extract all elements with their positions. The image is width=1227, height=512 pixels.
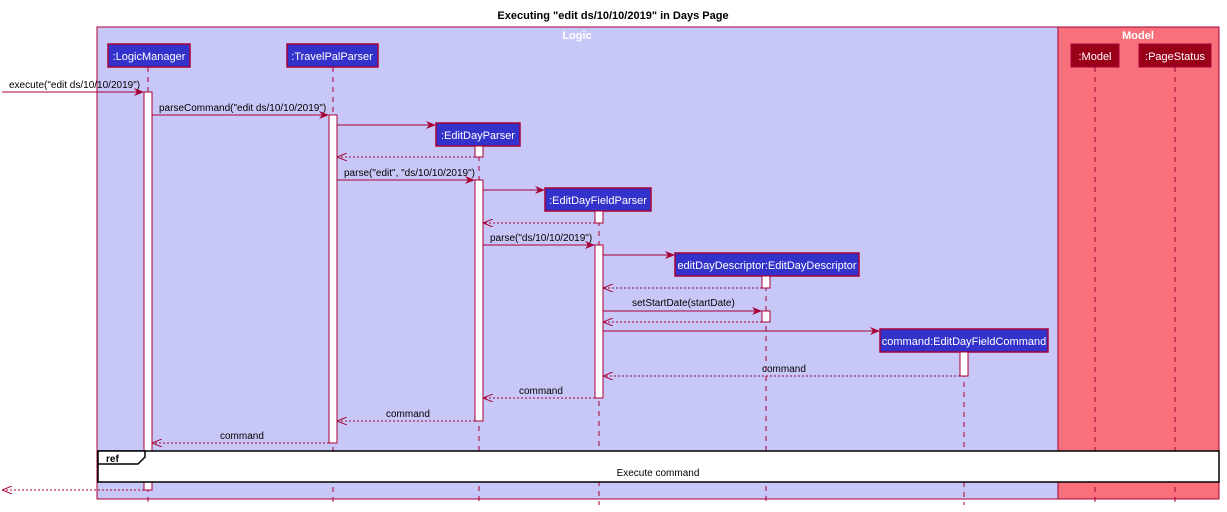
- participant-page-status: :PageStatus: [1138, 43, 1212, 68]
- message-parse-ds-label: parse("ds/10/10/2019"): [490, 233, 592, 244]
- ref-text: Execute command: [617, 468, 700, 479]
- logic-box-label: Logic: [562, 30, 591, 42]
- message-parse-edit-label: parse("edit", "ds/10/10/2019"): [344, 168, 475, 179]
- message-labels: execute("edit ds/10/10/2019") parseComma…: [9, 80, 806, 442]
- participant-edit-day-parser: :EditDayParser: [435, 122, 521, 147]
- model-box: [1057, 26, 1220, 500]
- participant-logic-manager-label: :LogicManager: [113, 51, 186, 63]
- activation-edit-day-descriptor-1: [761, 275, 771, 289]
- model-box-label: Model: [1122, 30, 1154, 42]
- message-command-return-1-label: command: [762, 364, 806, 375]
- message-set-start-date-label: setStartDate(startDate): [632, 298, 735, 309]
- participant-travelpal-parser-label: :TravelPalParser: [291, 51, 373, 63]
- participant-edit-day-field-command-label: command:EditDayFieldCommand: [882, 336, 1046, 348]
- logic-box: [96, 26, 1059, 500]
- activation-edit-day-descriptor-2: [761, 310, 771, 323]
- activation-edit-day-parser-1: [474, 145, 484, 158]
- participant-edit-day-descriptor-label: editDayDescriptor:EditDayDescriptor: [677, 260, 856, 272]
- participant-edit-day-descriptor: editDayDescriptor:EditDayDescriptor: [674, 252, 860, 277]
- message-command-return-4-label: command: [220, 431, 264, 442]
- activation-travelpal-parser: [328, 114, 338, 444]
- activation-bars: [143, 91, 969, 491]
- participant-model-label: :Model: [1078, 51, 1111, 63]
- activation-edit-day-field-parser-1: [594, 210, 604, 224]
- messages: [2, 88, 960, 490]
- ref-tag: ref: [106, 454, 119, 465]
- participant-edit-day-field-parser-label: :EditDayFieldParser: [549, 195, 647, 207]
- ref-box: ref Execute command: [97, 450, 1220, 483]
- participant-edit-day-parser-label: :EditDayParser: [441, 130, 515, 142]
- message-command-return-2-label: command: [519, 386, 563, 397]
- message-execute-label: execute("edit ds/10/10/2019"): [9, 80, 140, 91]
- message-parse-command-label: parseCommand("edit ds/10/10/2019"): [159, 103, 326, 114]
- participant-edit-day-field-parser: :EditDayFieldParser: [544, 187, 652, 212]
- activation-edit-day-parser-2: [474, 179, 484, 422]
- activation-edit-day-field-command: [959, 351, 969, 377]
- participant-logic-manager: :LogicManager: [107, 43, 191, 68]
- participant-model: :Model: [1070, 43, 1120, 68]
- message-command-return-3-label: command: [386, 409, 430, 420]
- activation-logic-manager: [143, 91, 153, 491]
- participant-page-status-label: :PageStatus: [1145, 51, 1205, 63]
- diagram-title: Executing "edit ds/10/10/2019" in Days P…: [497, 10, 728, 22]
- participant-edit-day-field-command: command:EditDayFieldCommand: [879, 328, 1049, 353]
- participant-travelpal-parser: :TravelPalParser: [286, 43, 379, 68]
- activation-edit-day-field-parser-2: [594, 244, 604, 399]
